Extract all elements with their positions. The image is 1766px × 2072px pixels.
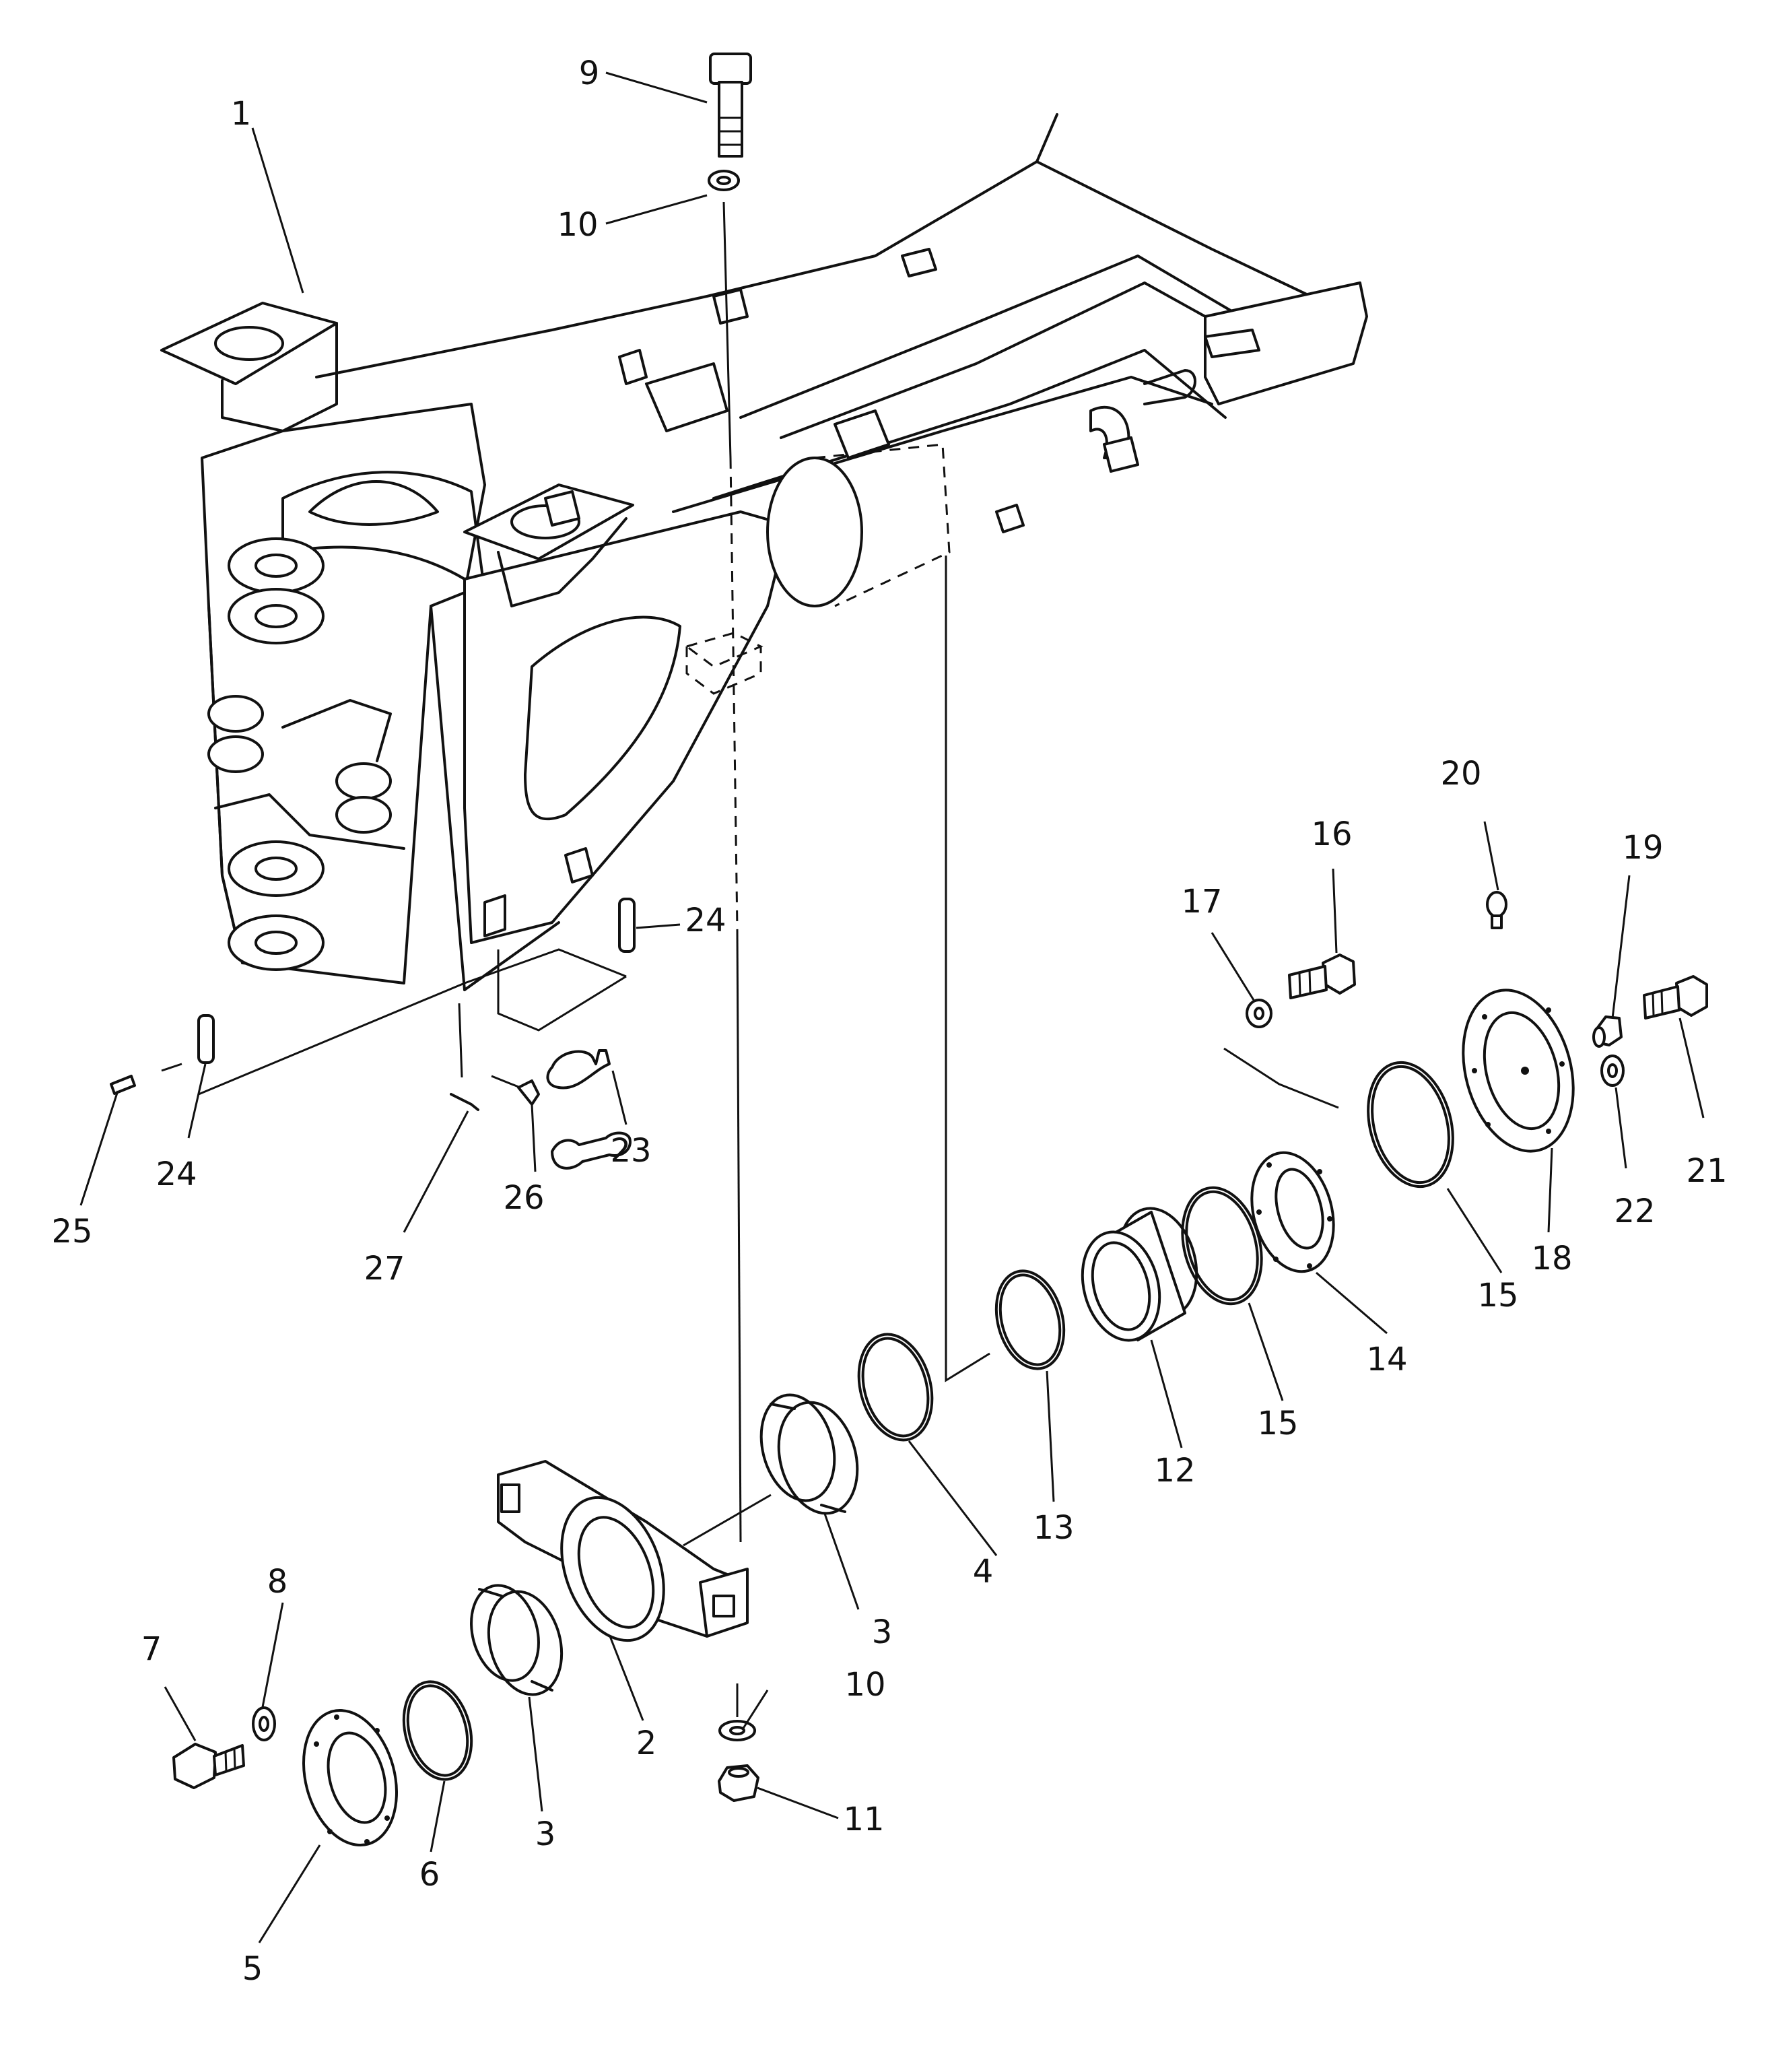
bolt-21 [1643,975,1708,1020]
callout-24-left: 24 [156,1156,197,1193]
callout-8: 8 [267,1563,288,1601]
callout-13: 13 [1033,1509,1074,1547]
top-bolt-9 [709,53,752,158]
callout-5: 5 [242,1950,263,1988]
callout-3-left: 3 [535,1815,556,1853]
pin-axis-line [497,949,627,1032]
washer-22 [1600,1055,1625,1087]
callout-11: 11 [843,1801,884,1838]
sleeve-12 [1081,1207,1198,1342]
center-line-hidden [729,457,739,930]
callout-10-bottom: 10 [844,1666,885,1704]
callout-25: 25 [51,1213,92,1250]
callout-26: 26 [503,1179,544,1217]
washer-8 [252,1706,276,1741]
retainer-plate-5 [302,1709,399,1846]
leader-lines [79,71,1705,1943]
pin-24-right [618,898,636,953]
top-washer-10 [708,170,740,191]
cotter-pin-25 [110,1063,182,1095]
callout-7: 7 [141,1630,162,1668]
callout-3-right: 3 [872,1613,893,1651]
callout-10-top: 10 [557,206,598,244]
callout-16: 16 [1311,815,1352,853]
callout-15-upper: 15 [1477,1277,1518,1314]
center-line-bottom [736,929,742,1543]
bolt-16 [1288,954,1356,999]
callout-6: 6 [419,1856,440,1894]
pin-26-axis-line [458,1003,463,1078]
pivot-bracket-2 [497,1460,749,1642]
bolt-16-axis-line [1223,1047,1339,1109]
pin-24-axis-line [198,948,627,1096]
cover-18 [1462,989,1575,1153]
bracket-axis-line [683,1494,772,1547]
callout-17: 17 [1181,883,1222,921]
fitting-20 [1486,891,1507,929]
o-ring-6 [402,1680,473,1781]
center-line-top [722,201,732,459]
bottom-washer-10 [718,1720,756,1741]
bushing-3-left [470,1584,564,1696]
link-plate-23 [546,1049,632,1170]
callout-23: 23 [610,1132,651,1170]
nut-11 [718,1764,759,1802]
callout-18: 18 [1531,1240,1572,1277]
pin-26 [491,1075,540,1106]
main-frame [160,113,1368,991]
washer-17 [1246,999,1272,1028]
plate-14 [1250,1151,1335,1273]
shim-15-upper [1367,1061,1454,1189]
callout-1: 1 [231,95,252,133]
callout-2: 2 [636,1725,657,1762]
callout-9: 9 [579,55,600,92]
o-ring-4 [857,1333,934,1442]
clip-27 [450,1093,479,1111]
cylinder-axis-line [945,556,990,1382]
callout-labels: 1 2 3 3 4 5 6 7 8 9 10 10 11 12 13 14 15… [51,55,1727,1988]
callout-15-lower: 15 [1257,1405,1298,1442]
callout-4: 4 [973,1553,994,1591]
callout-24-right: 24 [685,902,726,939]
bushing-3-right [759,1393,859,1515]
callout-12: 12 [1154,1452,1195,1490]
bolt-7 [172,1743,245,1789]
o-ring-13 [994,1269,1066,1370]
callout-19: 19 [1622,829,1663,867]
callout-14: 14 [1366,1341,1407,1378]
callout-20: 20 [1440,755,1481,793]
callout-21: 21 [1686,1152,1727,1190]
pin-24-left [197,1014,215,1064]
callout-22: 22 [1614,1193,1655,1230]
plug-19 [1592,1015,1623,1048]
callout-27: 27 [364,1250,405,1288]
